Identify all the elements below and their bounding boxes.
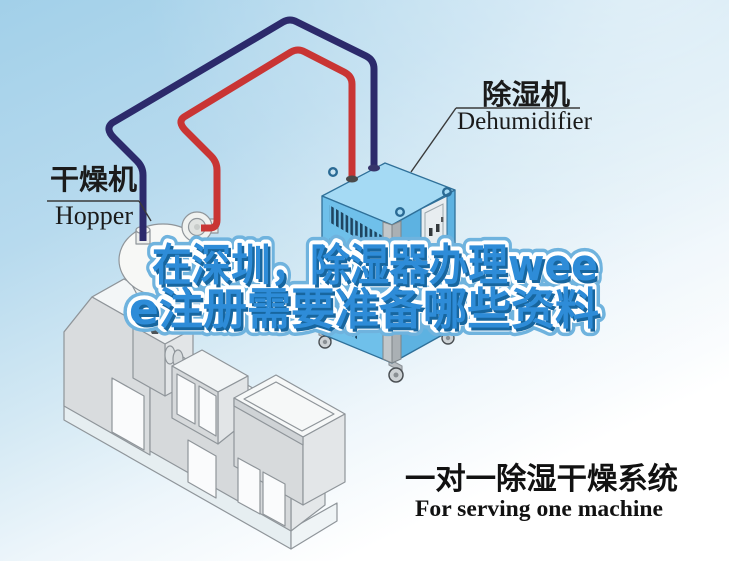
headline-text: 在深圳，除湿器办理wee e注册需要准备哪些资料 在深圳，除湿器办理wee e注… xyxy=(122,233,607,343)
vent-slats-bottom xyxy=(337,318,357,339)
headline-line2-halo: e注册需要准备哪些资料 xyxy=(129,284,599,335)
dehumidifier-unit xyxy=(318,162,456,383)
return-air-hose-blue xyxy=(105,16,378,241)
caption-cn: 一对一除湿干燥系统 xyxy=(405,462,678,497)
caption-en: For serving one machine xyxy=(415,496,663,521)
headline-line1-shadow: 在深圳，除湿器办理wee xyxy=(155,243,601,294)
dehumidifier-label: 除湿机 Dehumidifier xyxy=(410,78,593,173)
label-leader-line xyxy=(410,107,457,173)
headline-line1-halo: 在深圳，除湿器办理wee xyxy=(152,240,598,291)
hose-collar xyxy=(346,175,358,183)
headline-line2: e注册需要准备哪些资料 xyxy=(129,284,599,335)
dehumidifier-label-en: Dehumidifier xyxy=(457,108,593,135)
headline-line1: 在深圳，除湿器办理wee xyxy=(152,240,598,291)
dehumidifier-label-cn: 除湿机 xyxy=(482,78,570,111)
system-caption: 一对一除湿干燥系统 For serving one machine xyxy=(405,462,678,521)
hopper-label-en: Hopper xyxy=(55,201,133,230)
headline-line2-shadow: e注册需要准备哪些资料 xyxy=(132,287,602,338)
supply-air-hose-red xyxy=(177,46,356,232)
label-leader-line xyxy=(138,200,152,222)
hopper-dryer xyxy=(118,211,219,323)
headline-line2-outline: e注册需要准备哪些资料 xyxy=(129,284,599,335)
hose-collar xyxy=(368,164,380,172)
hopper-label-cn: 干燥机 xyxy=(50,163,137,196)
eyebolt-rings xyxy=(328,166,453,217)
control-panel xyxy=(420,195,448,262)
hopper-label: 干燥机 Hopper xyxy=(47,163,152,230)
headline-line1-outline: 在深圳，除湿器办理wee xyxy=(152,240,598,291)
vent-slats-lower xyxy=(329,238,395,293)
vent-slats-upper xyxy=(329,205,395,260)
injection-molding-machine xyxy=(63,278,346,550)
